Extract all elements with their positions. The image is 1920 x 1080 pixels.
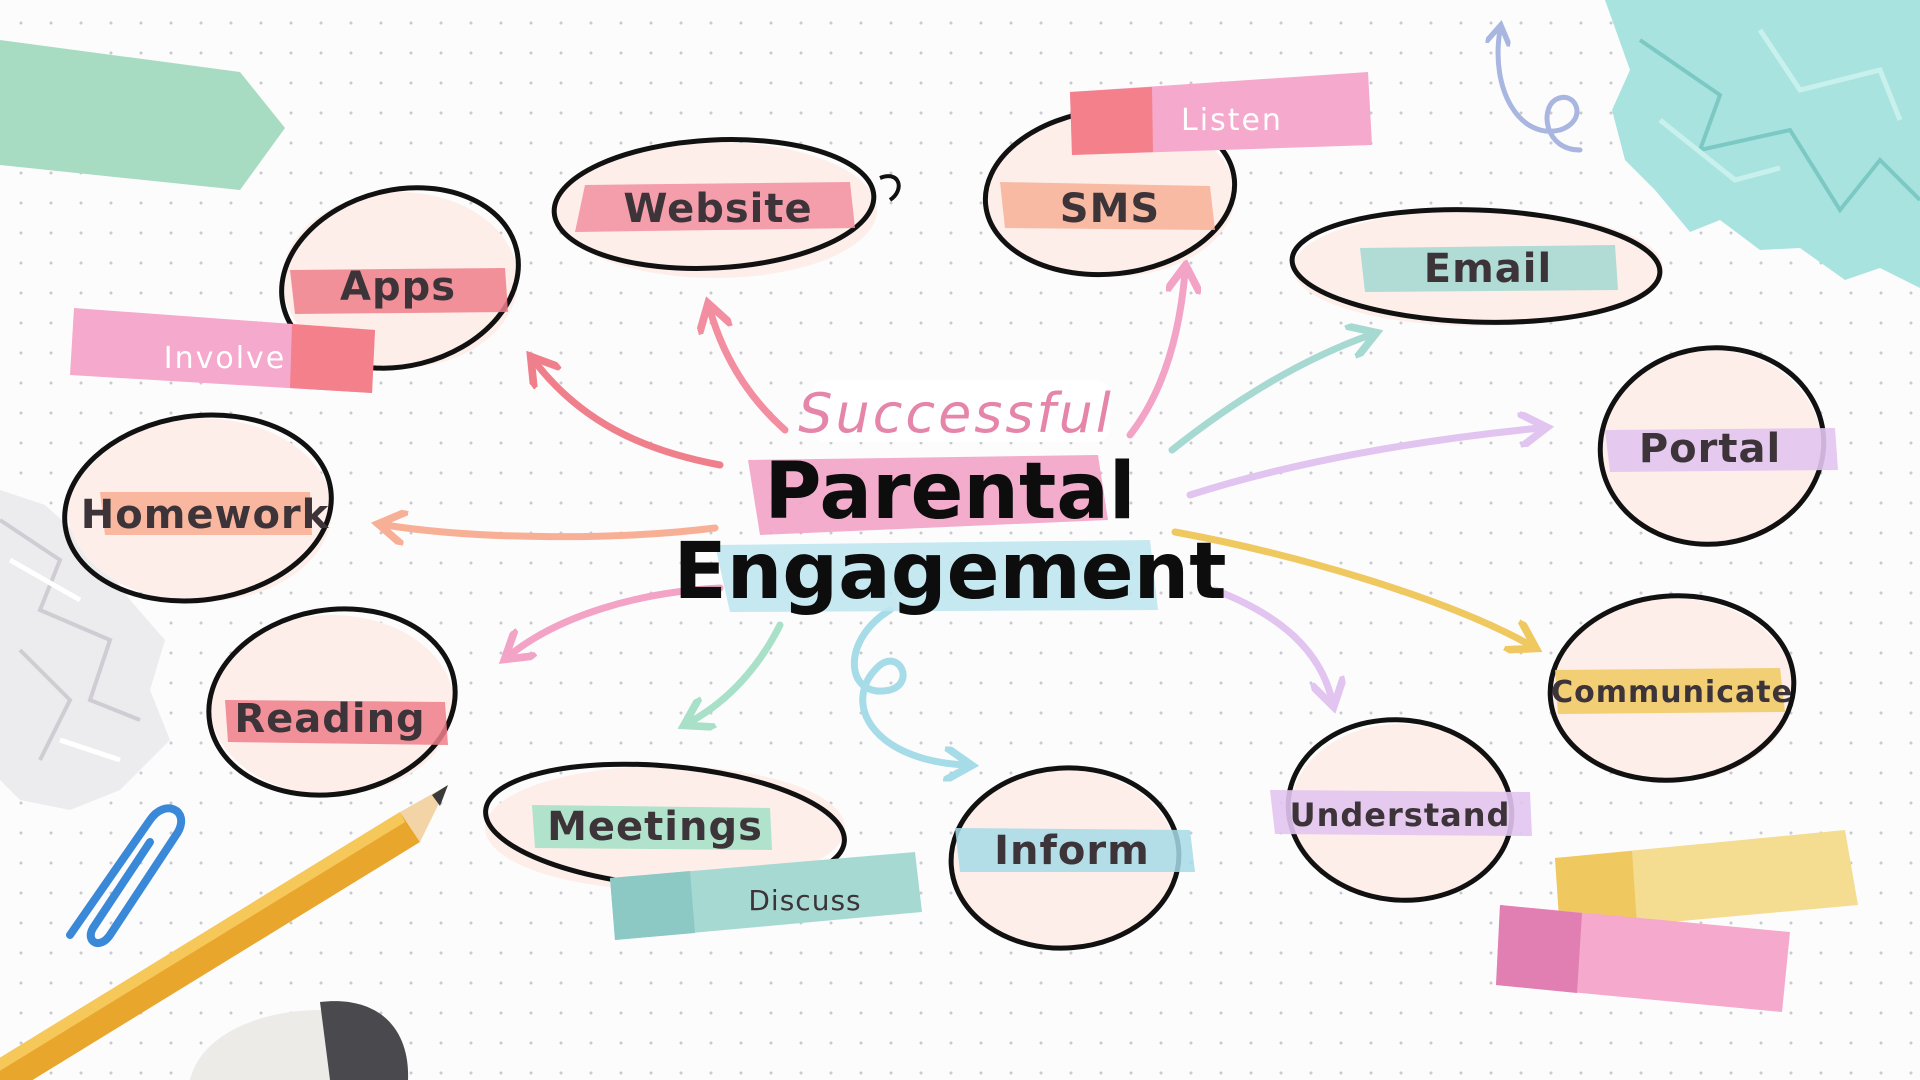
arrow-to-homework (385, 525, 719, 537)
paperclip-icon (66, 804, 186, 947)
node-email-label: Email (1424, 246, 1552, 292)
node-apps[interactable]: Apps (262, 164, 537, 393)
node-website[interactable]: Website (551, 132, 901, 278)
arrow-to-inform (850, 606, 965, 765)
node-meetings-label: Meetings (547, 804, 763, 850)
eraser-icon (190, 1001, 409, 1080)
node-apps-label: Apps (340, 264, 456, 310)
node-communicate[interactable]: Communicate (1542, 586, 1801, 791)
tag-discuss[interactable]: Discuss (610, 852, 922, 940)
node-inform[interactable]: Inform (945, 760, 1195, 955)
arrow-to-sms (1126, 272, 1185, 439)
node-sms[interactable]: SMS (977, 97, 1243, 286)
tag-involve-label: Involve (164, 341, 287, 376)
node-portal[interactable]: Portal (1587, 333, 1838, 558)
arrow-to-website (710, 310, 789, 434)
green-tape-decoration (0, 40, 285, 190)
arrow-to-meetings (690, 621, 784, 722)
arrow-to-email (1168, 335, 1370, 454)
tag-discuss-label: Discuss (748, 884, 861, 917)
arrow-to-portal (1186, 428, 1540, 499)
arrow-to-understand (1211, 586, 1332, 700)
node-understand-label: Understand (1290, 796, 1511, 834)
node-reading[interactable]: Reading (194, 590, 470, 814)
crumpled-white-paper-decoration (0, 490, 170, 810)
connector-arrows (385, 272, 1540, 765)
central-title: Successful Parental Engagement (673, 380, 1227, 617)
title-subtitle: Successful (798, 382, 1114, 445)
title-line-2: Engagement (673, 527, 1226, 617)
tag-listen-label: Listen (1181, 103, 1283, 138)
node-email[interactable]: Email (1289, 204, 1663, 329)
crumpled-teal-paper-decoration (1605, 0, 1920, 288)
yellow-sticky-note-decoration (1555, 830, 1858, 932)
node-website-label: Website (623, 186, 812, 232)
node-inform-label: Inform (994, 828, 1150, 874)
node-understand[interactable]: Understand (1270, 709, 1532, 911)
title-line-1: Parental (764, 447, 1135, 537)
arrow-to-communicate (1171, 528, 1530, 645)
node-communicate-label: Communicate (1551, 675, 1793, 710)
pencil-icon (0, 785, 448, 1080)
node-homework-label: Homework (81, 492, 330, 538)
node-sms-label: SMS (1060, 186, 1160, 232)
arrow-to-apps (535, 362, 724, 469)
node-portal-label: Portal (1639, 426, 1781, 472)
node-reading-label: Reading (234, 696, 425, 742)
curly-arrow-doodle-icon (1498, 30, 1583, 153)
tag-listen[interactable]: Listen (1070, 72, 1372, 155)
node-homework[interactable]: Homework (53, 398, 344, 618)
pink-sticky-note-decoration (1496, 905, 1790, 1012)
node-meetings[interactable]: Meetings (480, 751, 849, 902)
arrow-to-reading (510, 584, 724, 655)
tag-involve[interactable]: Involve (70, 308, 375, 393)
